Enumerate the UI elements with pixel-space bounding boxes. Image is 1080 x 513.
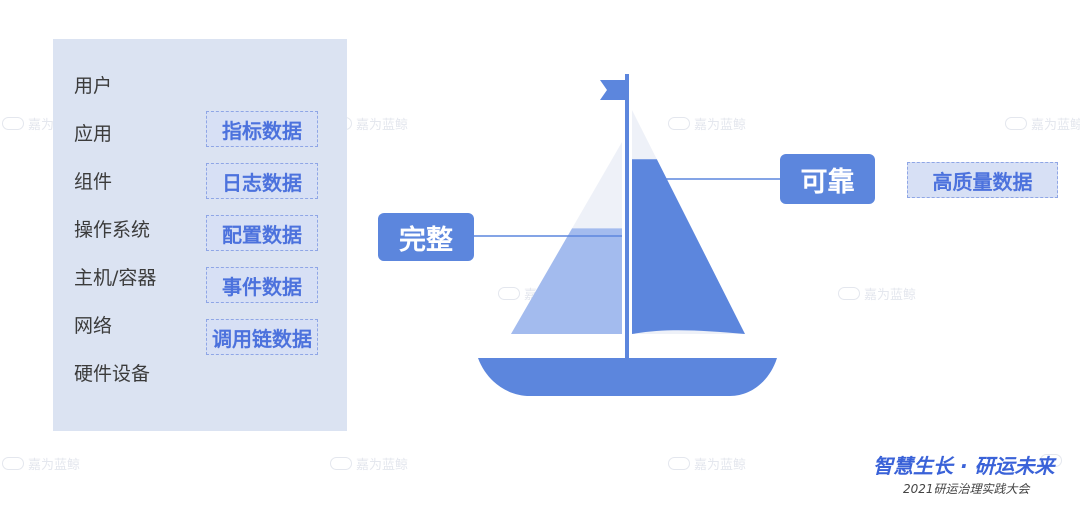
watermark-logo-icon [838, 287, 860, 300]
conference-slogan: 智慧生长 · 研运未来 [873, 454, 1055, 478]
layer-label-os: 操作系统 [74, 219, 151, 241]
layer-label-hardware: 硬件设备 [74, 363, 151, 385]
watermark: 嘉为蓝鲸 [1005, 114, 1080, 133]
watermark-logo-icon [1005, 117, 1027, 130]
watermark [1040, 454, 1062, 467]
watermark-logo-icon [2, 457, 24, 470]
watermark-logo-icon [330, 457, 352, 470]
conference-name: 2021研运治理实践大会 [903, 482, 1030, 496]
data-tag-tracing: 调用链数据 [206, 319, 318, 355]
watermark-logo-icon [2, 117, 24, 130]
data-source-panel: 用户 应用 组件 操作系统 主机/容器 网络 硬件设备 指标数据 日志数据 配置… [53, 39, 347, 431]
watermark: 嘉为蓝鲸 [838, 284, 916, 303]
callout-complete: 完整 [378, 213, 474, 261]
watermark-logo-icon [668, 117, 690, 130]
flag-icon [600, 80, 627, 100]
callout-reliable: 可靠 [780, 154, 875, 204]
layer-label-user: 用户 [74, 75, 113, 97]
data-tag-logs: 日志数据 [206, 163, 318, 199]
watermark-logo-icon [668, 457, 690, 470]
data-tag-config: 配置数据 [206, 215, 318, 251]
watermark-logo-icon [498, 287, 520, 300]
data-tag-metrics: 指标数据 [206, 111, 318, 147]
watermark: 嘉为蓝鲸 [2, 454, 80, 473]
watermark: 嘉为蓝鲸 [668, 114, 746, 133]
right-sail-fill [632, 159, 745, 334]
high-quality-data-tag: 高质量数据 [907, 162, 1058, 198]
layer-label-component: 组件 [74, 171, 113, 193]
layer-label-host-container: 主机/容器 [74, 267, 157, 289]
layer-label-application: 应用 [74, 123, 113, 145]
watermark-logo-icon [1040, 454, 1062, 467]
watermark: 嘉为蓝鲸 [330, 454, 408, 473]
mast [625, 74, 629, 360]
data-tag-events: 事件数据 [206, 267, 318, 303]
left-sail-fill [511, 228, 622, 334]
watermark: 嘉为蓝鲸 [668, 454, 746, 473]
layer-label-network: 网络 [74, 315, 113, 337]
boat-hull [478, 358, 777, 396]
